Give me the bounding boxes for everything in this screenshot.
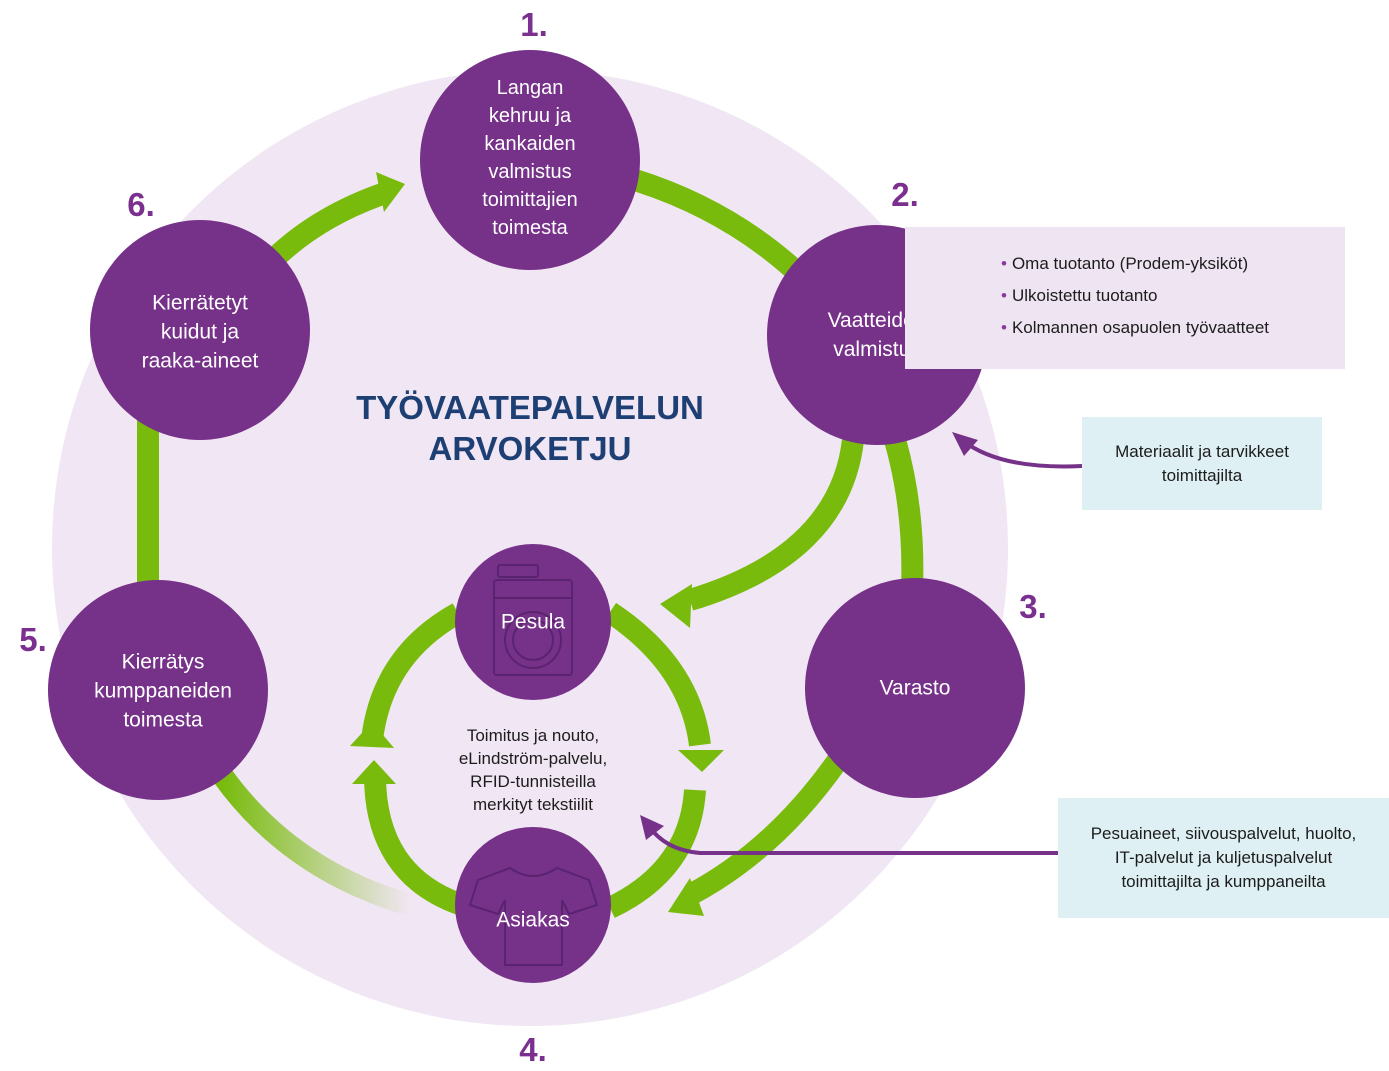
t-shirt-icon bbox=[468, 866, 599, 966]
services-info-box: Pesuaineet, siivouspalvelut, huolto, IT-… bbox=[1058, 798, 1389, 918]
node-1-label: Langan kehruu ja kankaiden valmistus toi… bbox=[482, 77, 578, 239]
title-line-2: ARVOKETJU bbox=[428, 430, 632, 467]
arrowhead-laundry-to-customer bbox=[678, 750, 724, 772]
arrowhead-2-to-laundry bbox=[660, 584, 692, 628]
arrow-laundry-to-customer bbox=[603, 602, 711, 747]
arrow-1-to-2 bbox=[631, 169, 808, 284]
node-3-circle bbox=[805, 578, 1025, 798]
arrowhead-3-to-4 bbox=[668, 878, 704, 916]
step-number-6: 6. bbox=[127, 186, 155, 223]
step-number-4: 4. bbox=[519, 1031, 547, 1068]
washing-machine-icon bbox=[493, 564, 573, 676]
node-6-circle bbox=[90, 220, 310, 440]
node-4-circle bbox=[455, 827, 611, 983]
materials-info-box: Materiaalit ja tarvikkeet toimittajilta bbox=[1082, 417, 1322, 510]
bullet-dot-icon: • bbox=[1001, 318, 1007, 337]
step-number-2: 2. bbox=[891, 176, 919, 213]
step-number-5: 5. bbox=[19, 621, 47, 658]
arrowhead-left-to-laundry bbox=[350, 722, 394, 748]
arrow-4-to-5 bbox=[213, 768, 414, 916]
center-description: Toimitus ja nouto, eLindström-palvelu, R… bbox=[458, 726, 608, 814]
node-6-label: Kierrätetyt kuidut ja raaka-aineet bbox=[141, 291, 259, 373]
node-4-label: Asiakas bbox=[496, 908, 570, 932]
bullet-text: Kolmannen osapuolen työvaatteet bbox=[1011, 318, 1270, 337]
services-arrowhead bbox=[640, 815, 664, 840]
node-5-circle bbox=[48, 580, 268, 800]
title-line-1: TYÖVAATEPALVELUN bbox=[356, 389, 704, 426]
node-5-label: Kierrätys kumppaneiden toimesta bbox=[94, 650, 232, 732]
node-1-circle bbox=[420, 50, 640, 270]
diagram-title: TYÖVAATEPALVELUN ARVOKETJU bbox=[356, 387, 704, 469]
bullet-item: •Kolmannen osapuolen työvaatteet bbox=[1001, 317, 1345, 339]
bullet-item: •Oma tuotanto (Prodem-yksiköt) bbox=[1001, 253, 1345, 275]
step-number-1: 1. bbox=[520, 6, 548, 43]
step-number-3: 3. bbox=[1019, 588, 1047, 625]
materials-arrowhead bbox=[952, 432, 978, 456]
bullet-dot-icon: • bbox=[1001, 286, 1007, 305]
bullet-text: Ulkoistettu tuotanto bbox=[1011, 286, 1158, 305]
production-bullet-box: •Oma tuotanto (Prodem-yksiköt) •Ulkoiste… bbox=[905, 227, 1345, 369]
node-3-label: Varasto bbox=[879, 676, 951, 700]
laundry-label: Pesula bbox=[500, 610, 566, 634]
arrow-left-to-laundry bbox=[361, 603, 464, 742]
arrow-3-to-4 bbox=[684, 753, 848, 905]
arrowhead-6-to-1 bbox=[376, 172, 405, 212]
arrowhead-right-to-customer bbox=[352, 760, 396, 784]
node-2-label: Vaatteiden valmistus bbox=[827, 309, 927, 361]
arrow-right-to-customer bbox=[605, 789, 706, 918]
bullet-dot-icon: • bbox=[1001, 254, 1007, 273]
bullet-item: •Ulkoistettu tuotanto bbox=[1001, 285, 1345, 307]
bullet-text: Oma tuotanto (Prodem-yksiköt) bbox=[1011, 254, 1249, 273]
arrow-6-to-1 bbox=[267, 181, 392, 267]
arrow-2-to-laundry bbox=[686, 438, 864, 611]
arrow-2-to-3 bbox=[884, 436, 924, 591]
arrow-customer-to-left bbox=[364, 774, 466, 916]
